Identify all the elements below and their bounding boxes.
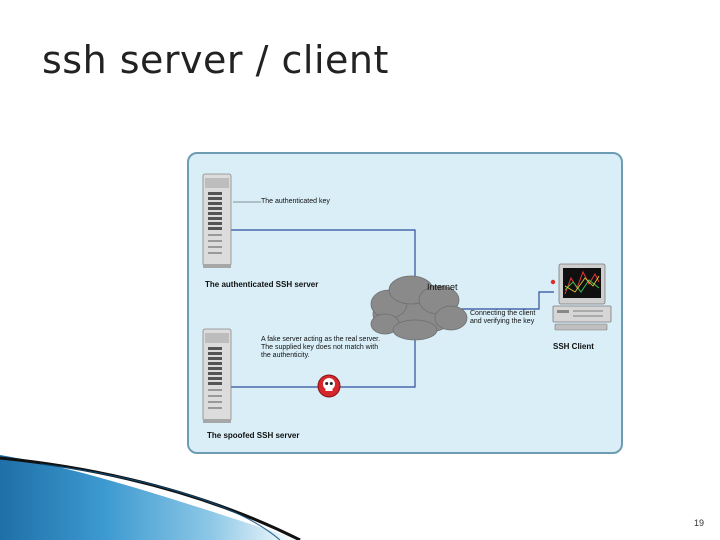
ssh-client-label: SSH Client xyxy=(553,342,594,351)
connecting-label: Connecting the client and verifying the … xyxy=(470,310,535,326)
fake-server-line-3: the authenticity. xyxy=(261,352,310,359)
diagram-drawing xyxy=(202,173,612,423)
authenticated-key-label: The authenticated key xyxy=(261,198,330,205)
fake-server-line-1: A fake server acting as the real server. xyxy=(261,336,381,343)
diagram-panel: The authenticated key The authenticated … xyxy=(187,152,623,454)
client-link-line xyxy=(459,291,554,310)
spoofed-link-line xyxy=(231,324,416,388)
slide-title: ssh server / client xyxy=(42,38,389,82)
ssh-client-computer-icon xyxy=(550,263,612,331)
internet-label: Internet xyxy=(427,282,458,292)
page-number: 19 xyxy=(693,518,704,528)
connecting-label-line-1: Connecting the client xyxy=(470,310,536,317)
connecting-label-line-2: and verifying the key xyxy=(470,318,535,325)
authenticated-server-label: The authenticated SSH server xyxy=(205,280,319,289)
authenticated-server-icon xyxy=(202,173,232,268)
internet-cloud-icon xyxy=(370,275,468,341)
spoofed-server-icon xyxy=(202,328,232,423)
fake-server-line-2: The supplied key does not match with xyxy=(261,344,379,351)
skull-warning-icon xyxy=(317,374,341,398)
spoofed-server-label: The spoofed SSH server xyxy=(207,431,300,440)
fake-server-description: A fake server acting as the real server.… xyxy=(261,336,380,360)
